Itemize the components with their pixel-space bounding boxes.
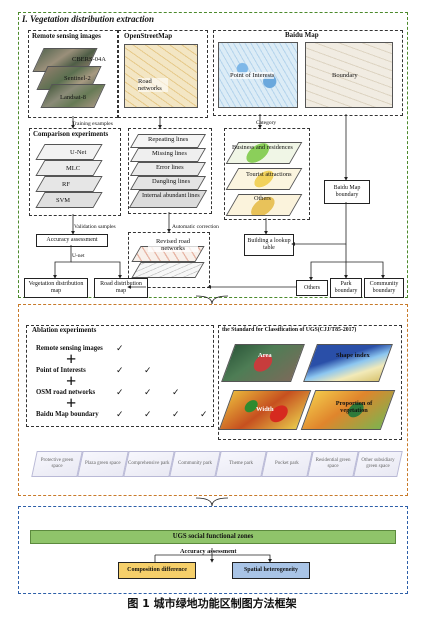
error-error-lines: Error lines [156,164,184,171]
check-mark: ✓ [144,387,152,397]
boundary-map-image [305,42,393,108]
error-internal: Internal abundant lines [142,192,200,199]
plus-icon-1: + [66,349,77,369]
model-mlc: MLC [66,165,81,172]
others-label: Others [304,284,320,291]
osm-heading: OpenStreetMap [124,32,173,40]
training-examples-label: Training examples [72,121,113,127]
satellite-label-2: Sentinel-2 [64,75,91,82]
plus-icon-2: + [66,371,77,391]
width-label: Width [256,406,274,413]
ablation-box [26,325,214,427]
check-mark: ✓ [116,343,124,353]
category-community: Community park [169,451,221,477]
check-mark: ✓ [200,409,208,419]
osm-map-image [124,44,198,108]
area-layer-image [221,344,305,382]
revised-road-label: Revised road networks [148,238,198,252]
ablation-row-1: Remote sensing images [36,345,103,352]
error-repeating: Repeating lines [148,136,189,143]
shape-index-layer-image [303,344,393,382]
community-boundary-label: Community boundary [369,281,399,294]
spatial-heterogeneity-box: Spatial heterogeneity [232,562,310,579]
figure-caption: 图 1 城市绿地功能区制图方法框架 [127,597,297,610]
error-dangling: Dangling lines [152,178,191,185]
poi-tourist: Tourist attractions [246,171,292,178]
accuracy-assessment-box: Accuracy assessment [36,234,108,247]
error-missing: Missing lines [152,150,187,157]
automatic-correction-label: Automatic correction [172,224,219,230]
category-pocket: Pocket park [261,451,313,477]
baidu-heading: Baidu Map [285,31,319,39]
community-boundary-box: Community boundary [364,278,404,298]
ugs-zones-label: UGS social functional zones [172,533,254,540]
model-layer-1 [35,144,103,160]
ablation-row-3: OSM road networks [36,389,96,396]
lookup-table-label: Building a lookup table [247,238,291,251]
vegetation-map-label: Vegetation distribution map [28,281,84,294]
check-mark: ✓ [116,387,124,397]
category-theme: Theme park [215,451,267,477]
ablation-panel [18,304,408,496]
ablation-row-4: Baidu Map boundary [36,411,99,418]
ablation-row-2: Point of Interests [36,367,86,374]
category-plaza: Plaza green space [77,451,129,477]
baidu-map-boundary-box: Baidu Map boundary [324,180,370,204]
park-boundary-box: Park boundary [330,278,362,298]
baidu-map-boundary-label: Baidu Map boundary [333,185,361,198]
ugs-standard-box [218,325,402,440]
poi-layers-box [224,128,310,220]
others-box: Others [296,280,328,296]
ugs-zones-bar: UGS social functional zones [30,530,396,544]
ablation-heading: Ablation experiments [32,326,97,334]
category-comprehensive: Comprehensive park [123,451,175,477]
section1-title: I. Vegetation distribution extraction [22,14,155,24]
boundary-map-label: Boundary [332,72,358,79]
ugs-standard-heading: the Standard for Classification of UGS(C… [222,327,357,333]
accuracy-assessment-label: Accuracy assessment [46,237,98,243]
plus-icon-3: + [66,393,77,413]
comparison-heading: Comparison experiments [33,130,109,138]
category-other-subsidiary: Other subsidiary green space [353,451,403,477]
area-label: Area [258,352,272,359]
satellite-label-1: CBERS-04A [72,56,106,63]
check-mark: ✓ [116,409,124,419]
remote-sensing-heading: Remote sensing images [32,32,101,40]
poi-map-label: Point of Interests [230,72,275,79]
comparison-box [29,128,121,216]
unet-label: U-net [72,253,85,259]
road-errors-box [128,128,212,214]
check-mark: ✓ [144,365,152,375]
model-unet: U-Net [70,149,87,156]
vegetation-proportion-label: Proportion of vegetation [335,400,373,414]
park-boundary-label: Park boundary [334,281,358,294]
osm-road-label: Road networks [138,78,168,92]
check-mark: ✓ [116,365,124,375]
check-mark: ✓ [172,409,180,419]
accuracy-assessment-2: Accuracy assessment [180,548,237,555]
composition-difference-box: Composition difference [118,562,196,579]
revised-road-image-2 [131,262,205,278]
road-map-label: Road distribution map [100,281,142,294]
spatial-heterogeneity-label: Spatial heterogeneity [243,567,299,573]
baidu-box [213,30,403,116]
composition-difference-label: Composition difference [127,567,187,573]
category-residential: Residential green space [307,451,359,477]
satellite-label-3: Landsat-8 [60,94,86,101]
category-protective: Protective green space [31,451,83,477]
road-map-box: Road distribution map [94,278,148,298]
check-mark: ✓ [144,409,152,419]
model-rf: RF [62,181,70,188]
osm-box [118,30,208,118]
vegetation-map-box: Vegetation distribution map [24,278,88,298]
poi-business: Business and residences [232,144,293,151]
poi-others: Others [254,195,271,202]
lookup-table-box: Building a lookup table [244,234,294,256]
functional-zones-panel [18,506,408,594]
category-label: Category [256,120,277,126]
model-svm: SVM [56,197,71,204]
validation-samples-label: Validation samples [74,224,116,230]
shape-index-label: Shape index [336,352,370,359]
check-mark: ✓ [172,387,180,397]
